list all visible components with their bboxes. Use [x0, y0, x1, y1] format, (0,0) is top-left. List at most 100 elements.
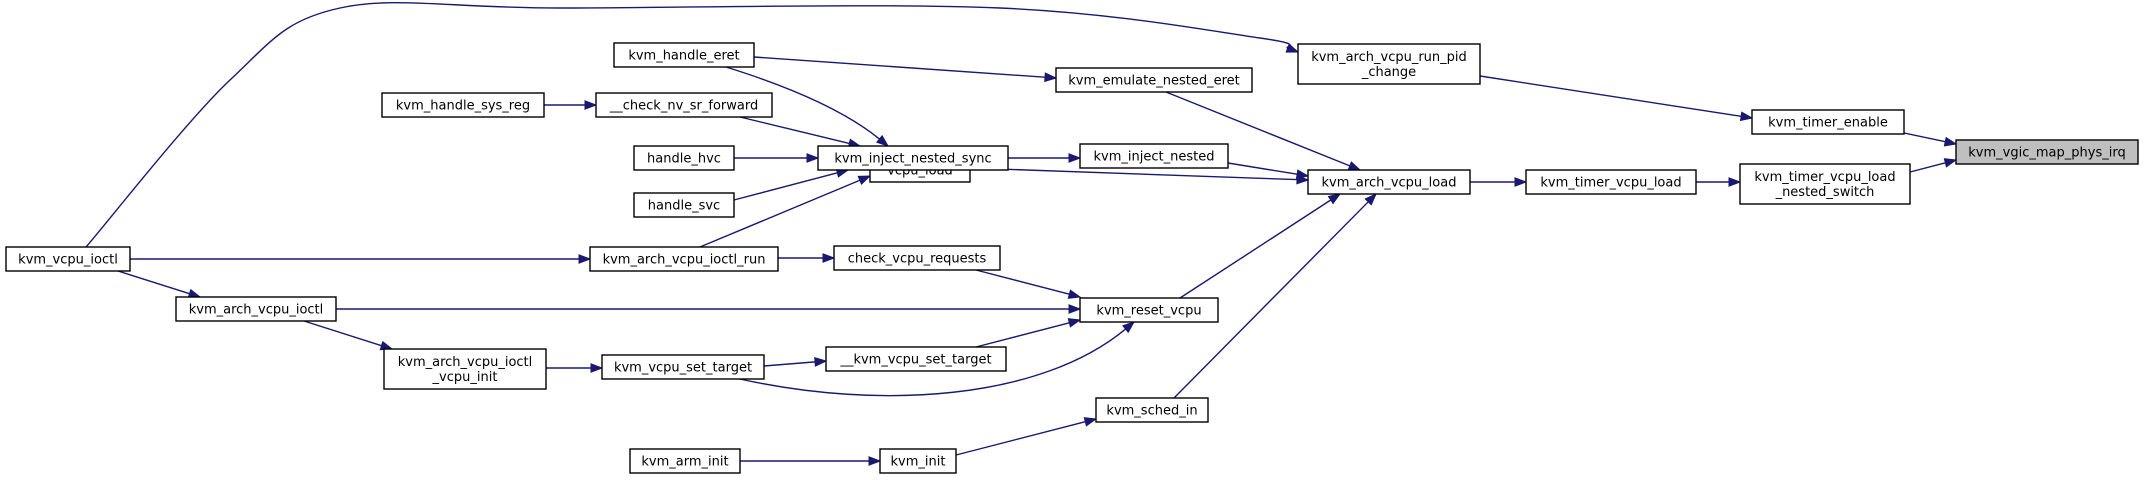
edge-kvm_arch_vcpu_ioctl_run-to-check_vcpu_requests [778, 253, 836, 263]
node-kvm-inject-nested-sync[interactable]: kvm_inject_nested_sync [817, 145, 1009, 171]
node-kvm-arch-vcpu-ioctl-run[interactable]: kvm_arch_vcpu_ioctl_run [589, 246, 779, 272]
edge-line [739, 328, 1126, 397]
edge-line [1227, 162, 1298, 175]
edge-kvm_vcpu_ioctl-to-kvm_arch_vcpu_ioctl [117, 270, 202, 299]
node-kvm-emulate-nested-eret[interactable]: kvm_emulate_nested_eret [1055, 67, 1253, 93]
node-box [833, 245, 1001, 271]
arrow-head [1943, 158, 1958, 168]
edge-kvm_arch_vcpu_load-to-kvm_timer_vcpu_load [1470, 177, 1528, 187]
arrow-head [1327, 193, 1342, 205]
edge-line [699, 179, 861, 248]
node-label: _nested_switch [1775, 185, 1875, 200]
node-label: kvm_vcpu_set_target [614, 361, 752, 376]
arrow-head [1943, 136, 1958, 147]
arrow-head [1296, 174, 1310, 185]
node-box [601, 354, 765, 380]
node-label: handle_hvc [647, 152, 721, 167]
arrow-head [1068, 304, 1082, 314]
arrow-head [1067, 318, 1082, 328]
node-label: kvm_arch_vcpu_ioctl [189, 303, 324, 318]
edge-vcpu_load-to-kvm_arch_vcpu_load [969, 167, 1310, 185]
node-label: kvm_vcpu_ioctl [18, 253, 118, 268]
edge-kvm_init-to-kvm_sched_in [955, 417, 1098, 456]
edge-line [725, 66, 880, 140]
arrow-head [584, 100, 598, 110]
node-check-nv-sr-forward[interactable]: __check_nv_sr_forward [595, 92, 773, 118]
arrow-head [814, 357, 828, 367]
edge-check_nv_sr_forward-to-kvm_inject_nested_sync [739, 116, 862, 149]
node-box [1079, 297, 1219, 323]
node-label: kvm_arm_init [641, 455, 728, 470]
arrow-head [1285, 43, 1300, 53]
node-label: kvm_sched_in [1106, 404, 1197, 419]
node-kvm-handle-eret[interactable]: kvm_handle_eret [613, 42, 755, 68]
node-label: kvm_vgic_map_phys_irq [1968, 146, 2125, 161]
arrow-head [1728, 177, 1742, 187]
node-box [1079, 143, 1229, 169]
node-kvm-arch-vcpu-run-pid-change[interactable]: kvm_arch_vcpu_run_pid_change [1297, 43, 1481, 85]
edge-line [1179, 199, 1332, 299]
node-box [5, 246, 131, 272]
arrow-head [875, 134, 890, 147]
edge-handle_svc-to-kvm_inject_nested_sync [733, 168, 850, 201]
graph-nodes: kvm_vgic_map_phys_irqkvm_timer_enablekvm… [5, 42, 2139, 474]
edge-kvm_vcpu_set_target-to-kvm_reset_vcpu [739, 321, 1136, 397]
node-box [1739, 163, 1911, 205]
node-box [879, 448, 957, 474]
node-kvm-arm-init[interactable]: kvm_arm_init [629, 448, 741, 474]
edge-line [763, 361, 816, 367]
node-kvm-arch-vcpu-load[interactable]: kvm_arch_vcpu_load [1307, 169, 1471, 195]
edge-line [733, 172, 838, 201]
edge-line [739, 116, 850, 145]
edge-kvm_timer_vcpu_load_nested_switch-to-kvm_vgic_map_phys_irq [1909, 158, 1958, 173]
node-label: kvm_emulate_nested_eret [1068, 74, 1239, 89]
edge-check_vcpu_requests-to-kvm_reset_vcpu [975, 269, 1082, 299]
edge-kvm_arch_vcpu_ioctl-to-kvm_reset_vcpu [336, 304, 1082, 314]
node-kvm-inject-nested[interactable]: kvm_inject_nested [1079, 143, 1229, 169]
node-box [381, 92, 545, 118]
node-handle-svc[interactable]: handle_svc [633, 192, 735, 218]
node-kvm-reset-vcpu[interactable]: kvm_reset_vcpu [1079, 297, 1219, 323]
edge-line [969, 167, 1298, 181]
node-kvm-handle-sys-reg[interactable]: kvm_handle_sys_reg [381, 92, 545, 118]
node-label: kvm_arch_vcpu_load [1322, 176, 1457, 191]
node-label: kvm_arch_vcpu_ioctl [398, 355, 533, 370]
node-box [1055, 67, 1253, 93]
edge-line [1909, 162, 1946, 173]
node-box [633, 192, 735, 218]
node-label: kvm_timer_enable [1768, 116, 1888, 131]
node-handle-hvc[interactable]: handle_hvc [633, 145, 735, 171]
edge-kvm_arch_vcpu_ioctl_run-to-vcpu_load [699, 175, 872, 248]
node-kvm-vcpu-ioctl[interactable]: kvm_vcpu_ioctl [5, 246, 131, 272]
node-kvm-vcpu-set-target[interactable]: kvm_vcpu_set_target [601, 354, 765, 380]
node-box [383, 348, 547, 390]
edge-kvm_timer_enable-to-kvm_vgic_map_phys_irq [1903, 132, 1958, 147]
edge-kvm_sched_in-to-kvm_arch_vcpu_load [1173, 193, 1377, 399]
node-kvm-timer-vcpu-load-nested-switch[interactable]: kvm_timer_vcpu_load_nested_switch [1739, 163, 1911, 205]
node---kvm-vcpu-set-target[interactable]: __kvm_vcpu_set_target [825, 346, 1007, 372]
node-box [175, 296, 337, 322]
node-check-vcpu-requests[interactable]: check_vcpu_requests [833, 245, 1001, 271]
node-kvm-timer-enable[interactable]: kvm_timer_enable [1751, 109, 1905, 135]
node-kvm-arch-vcpu-ioctl[interactable]: kvm_arch_vcpu_ioctl [175, 296, 337, 322]
node-kvm-timer-vcpu-load[interactable]: kvm_timer_vcpu_load [1525, 169, 1697, 195]
node-label: kvm_reset_vcpu [1096, 304, 1201, 319]
node-label: kvm_init [891, 455, 946, 470]
node-kvm-sched-in[interactable]: kvm_sched_in [1095, 397, 1209, 423]
node-box [613, 42, 755, 68]
node-box [1525, 169, 1697, 195]
edge-kvm_handle_eret-to-kvm_inject_nested_sync [725, 66, 890, 147]
node-box [595, 92, 773, 118]
node-kvm-init[interactable]: kvm_init [879, 448, 957, 474]
node-label: kvm_inject_nested [1094, 150, 1215, 165]
arrow-head [1347, 161, 1362, 171]
graph-edges [85, 1, 1958, 466]
node-kvm-vgic-map-phys-irq[interactable]: kvm_vgic_map_phys_irq [1955, 139, 2139, 165]
edge-kvm_handle_sys_reg-to-check_nv_sr_forward [544, 100, 598, 110]
edge-line [975, 322, 1070, 348]
edge-kvm_inject_nested_sync-to-kvm_inject_nested [1008, 153, 1082, 163]
node-kvm-arch-vcpu-ioctl-vcpu-init[interactable]: kvm_arch_vcpu_ioctl_vcpu_init [383, 348, 547, 390]
node-box [1955, 139, 2139, 165]
edge-kvm_vcpu_set_target-to-__kvm_vcpu_set_target [763, 357, 828, 367]
